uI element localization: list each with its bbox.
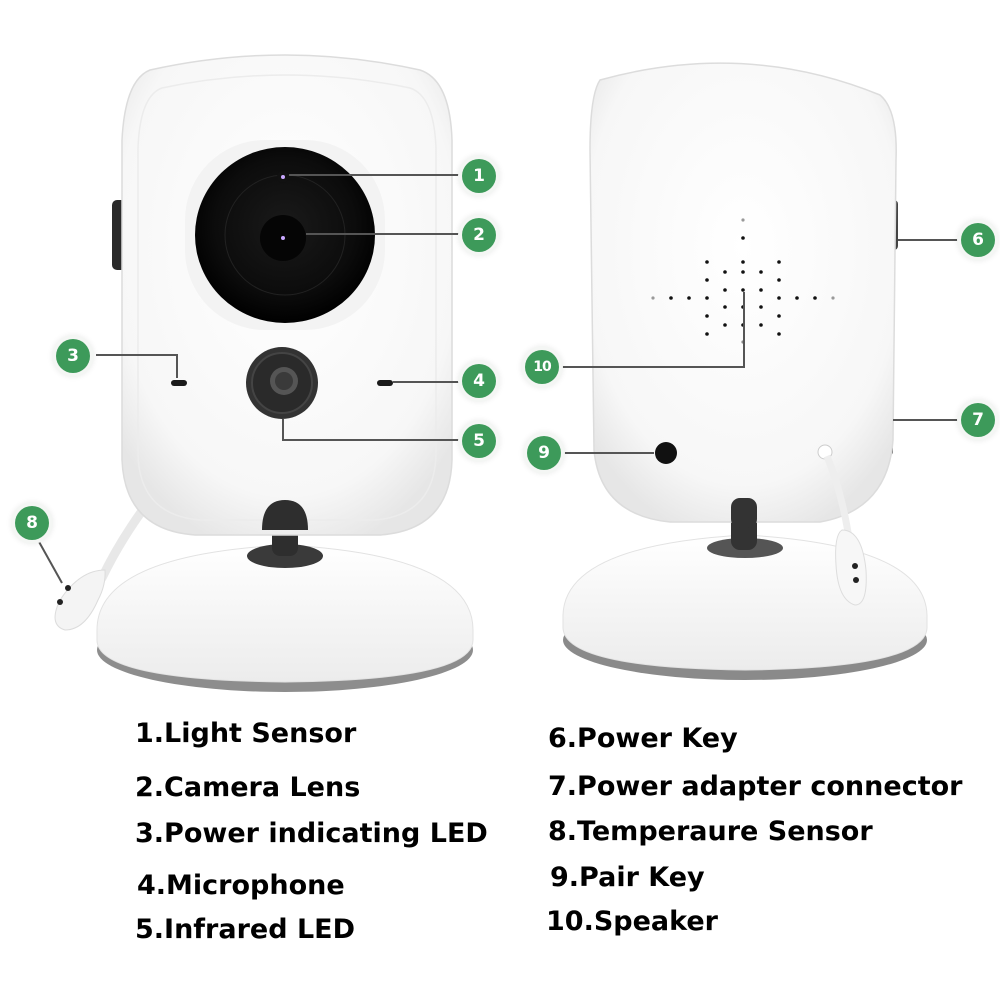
callout-badge-10: 10 <box>525 350 559 384</box>
legend-item-10: 10.Speaker <box>546 906 718 937</box>
legend-item-6: 6.Power Key <box>548 723 738 754</box>
callout-badge-4: 4 <box>462 364 496 398</box>
legend-item-2: 2.Camera Lens <box>135 772 361 803</box>
back-temperature-probe <box>835 529 867 606</box>
product-illustration: 1 2 3 4 5 6 7 8 9 10 <box>15 54 995 692</box>
legend-item-7: 7.Power adapter connector <box>548 771 963 802</box>
callout-badge-1: 1 <box>462 159 496 193</box>
temperature-sensor-probe <box>54 569 106 631</box>
front-camera <box>54 54 474 692</box>
callout-badge-3: 3 <box>56 339 90 373</box>
front-base <box>96 544 474 683</box>
back-camera <box>562 62 928 680</box>
legend-item-4: 4.Microphone <box>137 870 345 901</box>
callout-badge-8: 8 <box>15 506 49 540</box>
back-leader-lines <box>557 239 961 454</box>
callout-badge-2: 2 <box>462 218 496 252</box>
legend-item-3: 3.Power indicating LED <box>135 818 488 849</box>
callout-badge-9: 9 <box>527 436 561 470</box>
pair-key <box>655 442 677 464</box>
legend-item-1: 1.Light Sensor <box>135 718 357 749</box>
callout-badge-6: 6 <box>961 223 995 257</box>
callout-badge-7: 7 <box>961 403 995 437</box>
callout-badge-5: 5 <box>462 424 496 458</box>
legend-item-5: 5.Infrared LED <box>135 914 356 945</box>
camera-illustration <box>37 54 961 692</box>
power-led <box>171 380 187 386</box>
legend-item-9: 9.Pair Key <box>550 862 705 893</box>
microphone-hole <box>377 380 393 386</box>
front-leader-lines <box>37 174 462 584</box>
speaker-grille <box>651 218 835 344</box>
legend-item-8: 8.Temperaure Sensor <box>548 816 873 847</box>
